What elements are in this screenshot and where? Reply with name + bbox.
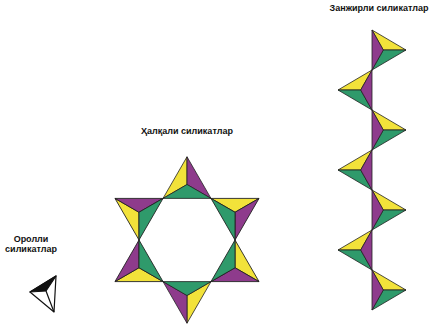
isolated-tetrahedron — [30, 276, 56, 312]
chain-label: Занжирли силикатлар — [325, 3, 433, 13]
island-label: Оролли силикатлар — [2, 234, 60, 255]
chain-silicate — [338, 30, 406, 310]
ring-silicate — [103, 157, 271, 323]
ring-label: Ҳалқали силикатлар — [132, 126, 242, 136]
